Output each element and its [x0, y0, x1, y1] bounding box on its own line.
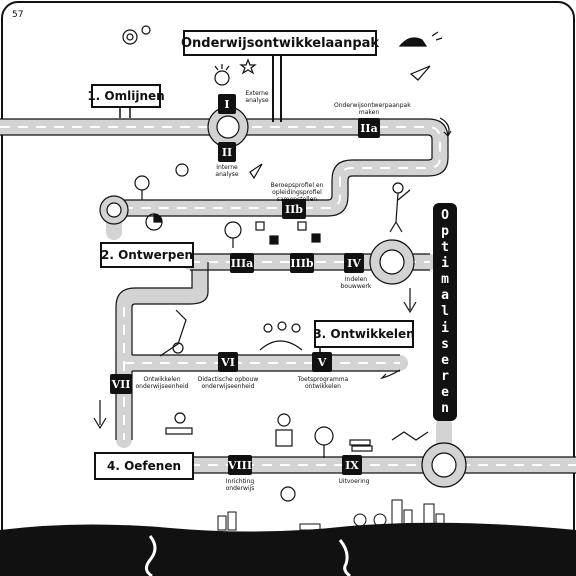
tree-icon-2: [224, 221, 242, 239]
road-edges: [0, 118, 576, 474]
paper-plane-icon-2: [249, 163, 263, 180]
arrow-down-icon-2: [403, 288, 417, 314]
team-icon: [263, 323, 273, 333]
step-marker-IIIa: IIIa: [230, 253, 254, 273]
vertical-banner-letter: e: [441, 352, 449, 368]
page-number: 57: [12, 10, 24, 20]
phase-sign-oefenen: 4. Oefenen: [94, 452, 194, 480]
puzzle-icon: [255, 221, 265, 231]
step-marker-IIa: IIa: [358, 118, 380, 138]
robot-arm-icon: [159, 309, 187, 357]
books-icon: [349, 439, 371, 446]
person-icon: [392, 182, 404, 194]
step-marker-II: II: [218, 142, 236, 162]
title-posts: [272, 52, 282, 122]
sun-icon: [280, 486, 296, 502]
step-marker-IX: IX: [342, 455, 362, 475]
step-label-I: Externe analyse: [245, 90, 269, 105]
step-label-IIa: Onderwijsontwerpaanpak maken: [334, 102, 411, 117]
arrow-down-icon: [93, 400, 107, 430]
ground: [0, 522, 576, 576]
road: [0, 119, 576, 473]
paper-plane-icon: [409, 65, 431, 81]
road-dashes: [0, 126, 576, 466]
vertical-banner-letter: e: [441, 384, 449, 400]
step-label-IIb: Beroepsprofiel en opleidingsprofiel same…: [270, 182, 324, 204]
road-segment-down: [116, 254, 208, 448]
vertical-banner-letter: s: [441, 336, 449, 352]
handshake-icon: [391, 431, 429, 441]
star-icon: [239, 58, 257, 75]
step-marker-VI: VI: [218, 352, 238, 372]
vertical-banner-letter: r: [441, 368, 449, 384]
vertical-banner-letter: l: [441, 304, 449, 320]
vertical-banner: [433, 203, 457, 421]
teacher-icon: [277, 413, 291, 427]
vertical-banner-letter: i: [441, 256, 449, 272]
car-icon: [398, 37, 428, 47]
tree-icon-3: [314, 426, 334, 446]
step-label-VI: Didactische opbouw onderwijseenheid: [197, 376, 259, 391]
roundabouts: [99, 106, 467, 488]
vertical-banner-letter: n: [441, 400, 449, 416]
step-marker-IIb: IIb: [282, 199, 306, 219]
vertical-banner-letter: a: [441, 288, 449, 304]
step-marker-I: I: [218, 94, 236, 114]
curved-arrow-icon-2: [380, 369, 401, 380]
student-icon: [174, 412, 186, 424]
vertical-banner-letter: m: [441, 272, 449, 288]
step-label-IV: Indelen bouwwerk: [340, 276, 372, 291]
step-label-V: Toetsprogramma ontwikkelen: [297, 376, 349, 391]
city-skyline: [217, 499, 445, 531]
clock-icon: [175, 163, 189, 177]
vertical-banner-letter: p: [441, 224, 449, 240]
step-marker-V: V: [312, 352, 332, 372]
step-label-VIII: Inrichting onderwijs: [225, 478, 255, 493]
phase-sign-ontwerpen: 2. Ontwerpen: [100, 242, 194, 268]
step-label-IX: Uitvoering: [338, 478, 370, 485]
idea-icon: [214, 70, 230, 86]
doodles: [93, 25, 452, 502]
step-label-VII: Ontwikkelen onderwijseenheid: [135, 376, 189, 391]
page-title: Onderwijsontwikkelaanpak: [181, 30, 379, 56]
step-marker-VII: VII: [110, 374, 132, 394]
tree-icon: [134, 175, 150, 191]
gear-icon: [122, 29, 138, 45]
vertical-banner-letter: t: [441, 240, 449, 256]
step-marker-VIII: VIII: [228, 455, 252, 475]
step-label-II: Interne analyse: [215, 164, 239, 179]
vertical-banner-letter: i: [441, 320, 449, 336]
curved-arrow-icon: [439, 117, 452, 138]
phase-sign-ontwikkelen: 3. Ontwikkelen: [313, 320, 415, 348]
phase-sign-omlijnen: 1. Omlijnen: [87, 84, 165, 108]
step-marker-IV: IV: [344, 253, 364, 273]
step-marker-IIIb: IIIb: [290, 253, 314, 273]
vertical-banner-letter: O: [441, 208, 449, 223]
